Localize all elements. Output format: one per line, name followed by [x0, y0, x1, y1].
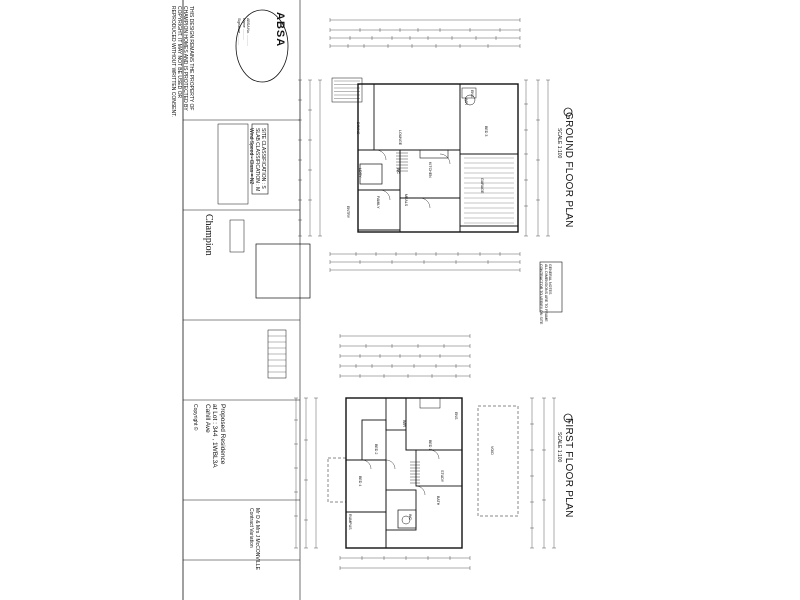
door-swing [361, 459, 372, 470]
room-label: LDRY [358, 168, 362, 178]
first-bed4-room [345, 459, 387, 513]
door-swing [375, 149, 387, 161]
room-label: WIR [464, 98, 468, 105]
project-title: Proposed Residence [219, 404, 226, 465]
general-notes: GENERAL NOTES ALL DIMENSIONS ARE TO FRAM… [539, 264, 552, 325]
room-label: VOID [490, 446, 494, 455]
room-label: ENTRY [346, 206, 350, 219]
room-label: DINING [356, 122, 360, 135]
site-classification: SITE CLASSIFICATION : S [260, 128, 266, 189]
first-bed2-room [361, 419, 387, 461]
room-label: MEALS [404, 194, 408, 207]
first-roof-outline [327, 457, 347, 503]
ground-lounge-room [373, 83, 461, 151]
first-rumpus-room [345, 511, 387, 549]
door-swing [419, 197, 431, 209]
classification-block: SITE CLASSIFICATION : S SLAB CLASSIFICAT… [248, 128, 266, 191]
company-logo: Champion [203, 214, 214, 256]
room-label: RUMPUS [348, 514, 352, 530]
room-label: WC [396, 168, 400, 174]
room-label: STUDY [440, 470, 444, 483]
company-name: Champion [203, 214, 214, 256]
project-location: Cahill Ave [204, 404, 211, 433]
door-swing [379, 189, 391, 201]
first-bed1-room [405, 397, 463, 451]
door-swing [429, 449, 440, 460]
wind-speed: Wind Speed - Class = N2 [248, 128, 254, 185]
room-label: BED 1 [428, 440, 432, 451]
room-label: GARAGE [480, 178, 484, 194]
toilet-fixture [464, 94, 476, 106]
project-lot: at Lot : 344 , 1WBL3A [211, 404, 219, 468]
first-bath-fixture [419, 397, 441, 409]
ground-wc-room [359, 163, 383, 185]
copyright-notes: THIS DESIGN REMAINS THE PROPERTY OF CHAM… [170, 6, 194, 118]
first-floor-title: FIRST FLOOR PLAN [563, 418, 574, 518]
slab-classification: SLAB CLASSIFICATION : M [254, 128, 260, 192]
room-label: LOUNGE [398, 130, 402, 146]
ground-garage-room [459, 153, 519, 227]
door-swing [415, 485, 426, 496]
room-label: BED 4 [358, 476, 362, 487]
ground-family-room [399, 197, 461, 233]
room-label: ENS [454, 412, 458, 420]
absa-logo-text: ABSA [274, 12, 286, 48]
room-label: WIR [402, 420, 406, 427]
ground-notes-area [255, 243, 311, 299]
first-toilet-fixture [401, 515, 411, 525]
first-wc-room [397, 509, 417, 529]
copyright-label: Copyright © [192, 404, 198, 431]
spec-box [217, 123, 249, 205]
project-title-block: Proposed Residence at Lot : 344 , 1WBL3A… [204, 404, 226, 468]
absa-stamp-circle [235, 9, 289, 83]
ground-note-box [331, 77, 363, 103]
kitchen-bench [419, 149, 449, 159]
first-wir-room [385, 397, 407, 431]
room-label: WC [408, 514, 412, 520]
ground-floor-scale: SCALE 1:100 [556, 128, 562, 159]
classification-box [251, 123, 269, 195]
door-swing [385, 459, 396, 470]
ground-floor-title: GROUND FLOOR PLAN [563, 112, 574, 228]
room-label: BED 2 [374, 444, 378, 455]
ground-title-marker [563, 107, 573, 117]
room-label: BED 3 [484, 126, 488, 137]
client-name: Mr D & Mrs J McCONVILLE Contract Variati… [248, 508, 260, 570]
absa-stamp-notes: ABSA No. ........... Name ........... Si… [237, 18, 250, 46]
first-title-marker [563, 413, 573, 423]
shower-fixture [461, 87, 477, 99]
first-floor-scale: SCALE 1:100 [556, 432, 562, 463]
door-swing [439, 153, 451, 165]
room-label: BATH [436, 496, 440, 506]
room-label: FAMILY [376, 196, 380, 209]
first-void-outline [477, 405, 519, 517]
company-box [229, 219, 245, 253]
room-label: KITCHEN [428, 162, 432, 178]
room-label: ENS [470, 90, 474, 98]
general-notes-box [539, 261, 563, 313]
